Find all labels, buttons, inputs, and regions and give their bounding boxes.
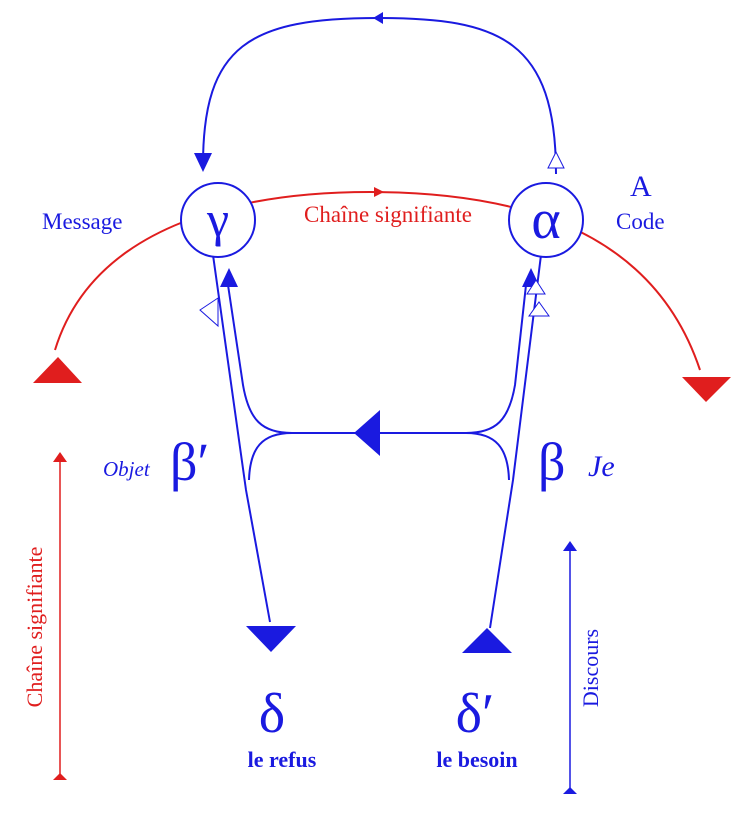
chain-label: Chaîne signifiante — [304, 202, 472, 227]
right-open-arrow-2 — [528, 301, 550, 317]
code-letter-a: A — [630, 170, 652, 203]
left-axis-label: Chaîne signifiante — [22, 547, 47, 708]
je-label: Je — [588, 450, 615, 483]
left-open-arrow — [199, 297, 219, 328]
alpha-symbol: α — [531, 189, 560, 251]
top-loop-arrow — [373, 12, 383, 24]
refus-label: le refus — [248, 747, 317, 772]
top-return-loop — [202, 16, 557, 175]
horizontal-bar-arrow — [354, 410, 380, 456]
chain-left-end-arrow — [33, 357, 82, 383]
besoin-label: le besoin — [436, 747, 517, 772]
right-inner-line-upper — [465, 284, 527, 434]
left-axis-bottom-arrow — [53, 773, 67, 780]
right-open-arrow-1 — [526, 279, 546, 295]
gamma-node-circle — [180, 182, 256, 258]
delta-prime-symbol: δ′ — [456, 683, 495, 745]
left-inner-line-lower — [248, 432, 293, 481]
alpha-outgoing-open-arrow — [547, 150, 565, 169]
left-outer-line — [212, 254, 271, 623]
signifying-chain-arc — [54, 190, 701, 371]
code-label: Code — [616, 209, 665, 234]
left-inner-line-upper — [227, 284, 293, 434]
left-axis-top-arrow — [53, 452, 67, 462]
right-axis-label: Discours — [578, 629, 603, 707]
right-axis-bottom-arrow — [563, 787, 577, 794]
beta-symbol: β — [538, 432, 565, 492]
right-inner-line-lower — [465, 432, 510, 481]
gamma-symbol: γ — [206, 191, 229, 247]
right-axis-top-arrow — [563, 541, 577, 551]
delta-symbol: δ — [259, 683, 285, 745]
delta-down-arrow — [246, 626, 296, 652]
objet-label: Objet — [103, 457, 151, 481]
chain-midpoint-arrow — [374, 187, 384, 197]
message-label: Message — [42, 209, 122, 234]
delta-prime-up-arrow — [462, 628, 512, 653]
gamma-incoming-arrowhead — [220, 268, 238, 287]
chain-right-end-arrow — [682, 377, 731, 402]
alpha-node-circle — [508, 182, 584, 258]
beta-prime-symbol: β′ — [170, 432, 209, 492]
top-loop-gamma-arrowhead — [194, 153, 212, 172]
right-outer-line — [489, 254, 542, 629]
